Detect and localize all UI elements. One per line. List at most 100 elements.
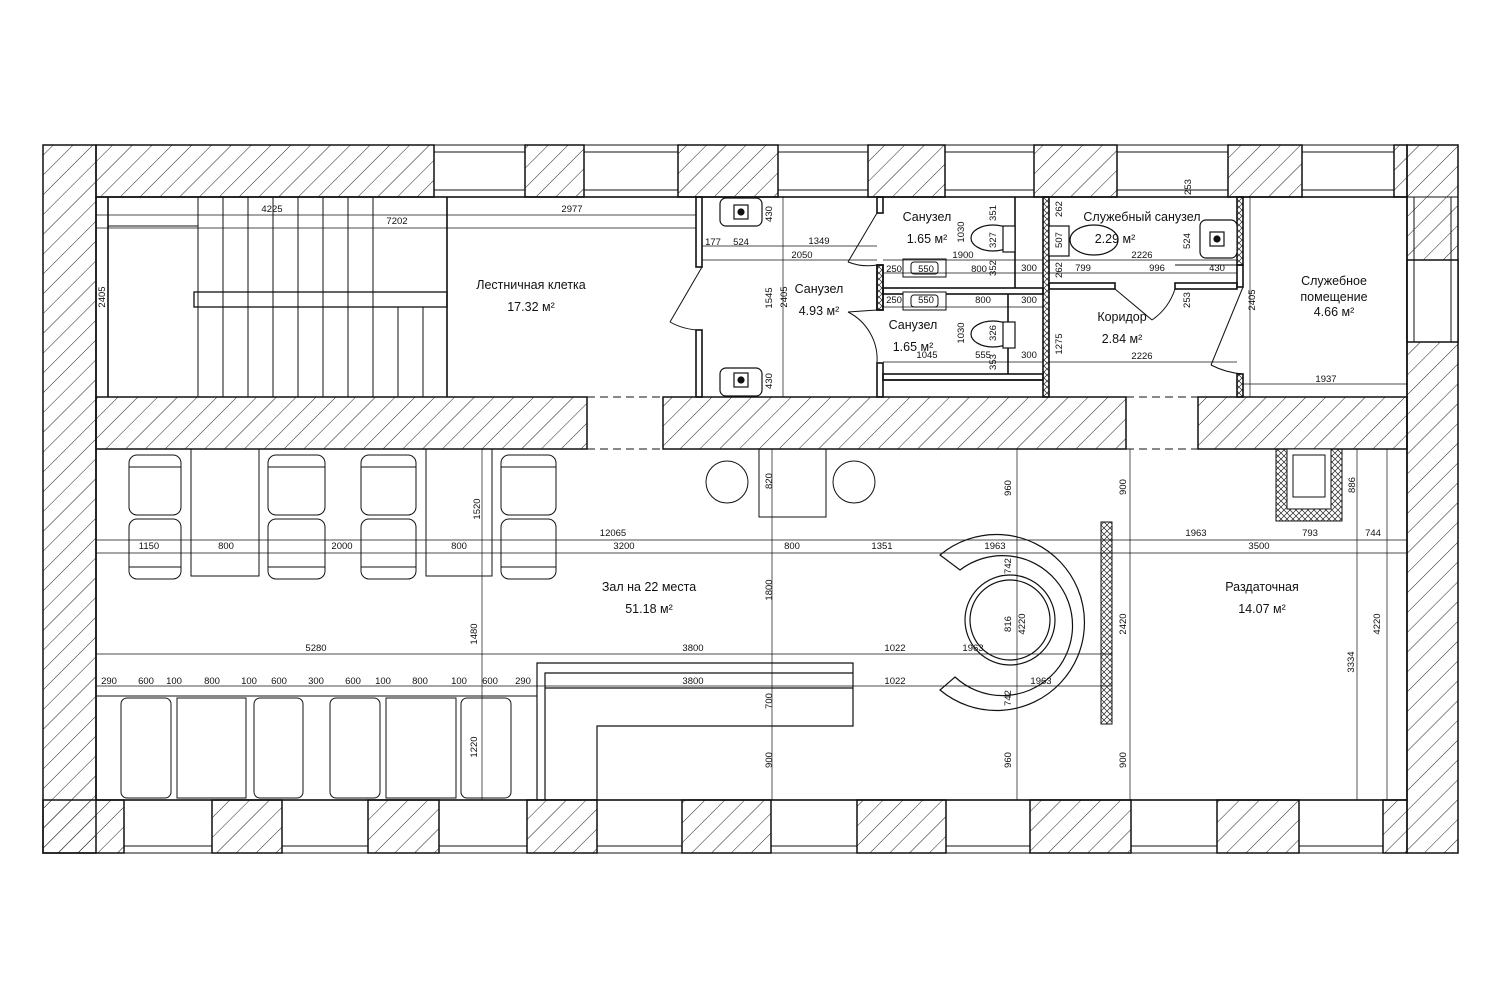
door-swings (669, 212, 1244, 375)
glass-partition (1100, 521, 1113, 725)
dimension-label: 177 (705, 237, 721, 248)
dimension-label: 816 (1003, 616, 1014, 632)
dimension-label: 3500 (1248, 541, 1269, 552)
room-area-serving: 14.07 м² (1238, 602, 1286, 616)
dimension-label: 1937 (1315, 374, 1336, 385)
dimension-label: 524 (733, 237, 749, 248)
room-area-hall: 51.18 м² (625, 602, 673, 616)
dimension-label: 326 (988, 325, 999, 341)
dimension-label: 1963 (962, 643, 983, 654)
dimension-label: 4220 (1017, 613, 1028, 634)
dimension-label: 290 (101, 676, 117, 687)
dimension-label: 7202 (386, 216, 407, 227)
dimension-label: 3200 (613, 541, 634, 552)
dimension-label: 1349 (808, 236, 829, 247)
room-area-wc-bottom: 1.65 м² (893, 340, 934, 354)
dimension-label: 793 (1302, 528, 1318, 539)
dimension-label: 1030 (956, 221, 967, 242)
dimension-label: 1545 (764, 287, 775, 308)
room-area-wc-main: 4.93 м² (799, 304, 840, 318)
door-openings (587, 396, 1198, 450)
dimension-label: 100 (451, 676, 467, 687)
dimension-label: 1275 (1054, 333, 1065, 354)
dimension-label: 960 (1003, 752, 1014, 768)
dimension-label: 555 (975, 350, 991, 361)
dimension-label: 300 (1021, 295, 1037, 306)
dimension-label: 1030 (956, 322, 967, 343)
staircase (108, 197, 448, 397)
dimension-label: 253 (1183, 179, 1194, 195)
dimension-label: 430 (1209, 263, 1225, 274)
dimension-label: 430 (764, 206, 775, 222)
dimension-label: 3334 (1346, 651, 1357, 672)
dimension-label: 800 (218, 541, 234, 552)
dimension-label: 800 (412, 676, 428, 687)
dimension-label: 550 (918, 264, 934, 275)
room-name-wc-main: Санузел (795, 282, 844, 296)
room-name-serving: Раздаточная (1225, 580, 1299, 594)
room-labels: Лестничная клетка 17.32 м² Санузел 4.93 … (476, 210, 1367, 616)
dimension-label: 744 (1365, 528, 1381, 539)
dimension-label: 600 (345, 676, 361, 687)
room-area-service: 4.66 м² (1314, 305, 1355, 319)
dimension-label: 1520 (472, 498, 483, 519)
dimension-label: 300 (1021, 263, 1037, 274)
dimension-label: 2000 (331, 541, 352, 552)
dimension-label: 2226 (1131, 250, 1152, 261)
dimension-lines (95, 197, 1407, 800)
dimension-label: 1045 (916, 350, 937, 361)
dimension-label: 5280 (305, 643, 326, 654)
room-name-wc-bottom: Санузел (889, 318, 938, 332)
dimension-label: 1022 (884, 676, 905, 687)
dimension-label: 1963 (1185, 528, 1206, 539)
dimension-label: 1220 (469, 736, 480, 757)
dimension-label: 600 (271, 676, 287, 687)
dimension-label: 100 (166, 676, 182, 687)
dimension-label: 1022 (884, 643, 905, 654)
dimension-label: 900 (1118, 479, 1129, 495)
dimension-label: 1963 (1030, 676, 1051, 687)
dimension-label: 250 (886, 264, 902, 275)
dimension-label: 290 (515, 676, 531, 687)
dimension-label: 1963 (984, 541, 1005, 552)
dimension-label: 1480 (469, 623, 480, 644)
exterior-walls (42, 144, 1459, 854)
dimension-label: 2050 (791, 250, 812, 261)
oven-icon (1275, 448, 1343, 522)
room-name-service-2: помещение (1300, 290, 1367, 304)
room-name-stair: Лестничная клетка (476, 278, 586, 292)
room-area-staff-wc: 2.29 м² (1095, 232, 1136, 246)
washbasin-icon (902, 258, 947, 311)
dimension-label: 2977 (561, 204, 582, 215)
dimension-label: 352 (988, 260, 999, 276)
dimension-label: 300 (1021, 350, 1037, 361)
dimension-label: 100 (241, 676, 257, 687)
dimension-label: 4220 (1372, 613, 1383, 634)
dimension-label: 524 (1182, 233, 1193, 249)
dimension-label: 3800 (682, 676, 703, 687)
dimension-label: 353 (988, 354, 999, 370)
dimension-label: 2420 (1118, 613, 1129, 634)
dimension-label: 1351 (871, 541, 892, 552)
dimension-label: 2405 (1247, 289, 1258, 310)
room-area-stair: 17.32 м² (507, 300, 555, 314)
dimension-label: 2226 (1131, 351, 1152, 362)
dimension-label: 1800 (764, 579, 775, 600)
dimension-label: 996 (1149, 263, 1165, 274)
sink-icon (1199, 219, 1238, 259)
round-bar (939, 533, 1086, 712)
dimension-label: 600 (482, 676, 498, 687)
dimension-label: 960 (1003, 480, 1014, 496)
dimension-label: 3800 (682, 643, 703, 654)
room-name-service-1: Служебное (1301, 274, 1367, 288)
dimension-label: 820 (764, 473, 775, 489)
dimension-label: 550 (918, 295, 934, 306)
interior-walls (95, 396, 1408, 450)
room-area-wc-top: 1.65 м² (907, 232, 948, 246)
room-name-hall: Зал на 22 места (602, 580, 696, 594)
dimension-label: 12065 (600, 528, 626, 539)
sink-icon (719, 197, 763, 227)
